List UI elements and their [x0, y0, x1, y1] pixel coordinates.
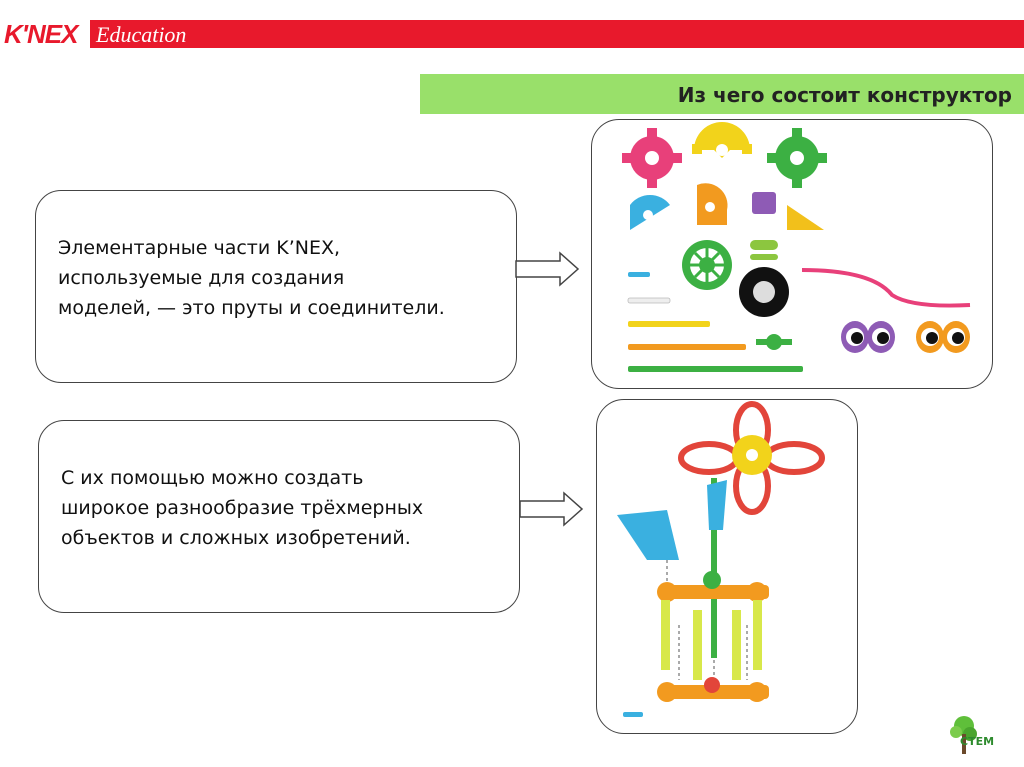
- page-title: Из чего состоит конструктор: [677, 83, 1012, 107]
- parts-illustration: [622, 122, 971, 372]
- arrow-right-icon: [515, 251, 580, 287]
- text-box-models-line1: С их помощью можно создать: [61, 467, 364, 489]
- text-box-parts: Элементарные части K’NEX, используемые д…: [35, 190, 517, 383]
- brand-logo: K'NEX: [4, 19, 78, 49]
- title-bar: Из чего состоит конструктор: [420, 74, 1024, 114]
- flower-model-illustration: [617, 401, 825, 717]
- model-image: [596, 399, 858, 734]
- text-box-models-line3: объектов и сложных изобретений.: [61, 527, 411, 549]
- text-box-parts-line3: моделей, — это пруты и соединители.: [58, 297, 445, 319]
- text-box-models-line2: широкое разнообразие трёхмерных: [61, 497, 424, 519]
- text-box-parts-line1: Элементарные части K’NEX,: [58, 237, 341, 259]
- stem-logo-text: СТЕМ: [960, 735, 995, 748]
- brand-sub-background: [87, 20, 215, 48]
- text-box-parts-line2: используемые для создания: [58, 267, 345, 289]
- text-box-models: С их помощью можно создать широкое разно…: [38, 420, 520, 613]
- parts-image: [591, 119, 993, 389]
- arrow-right-icon: [519, 491, 584, 527]
- brand-sub-logo: Education: [96, 22, 187, 47]
- stem-logo-icon: [950, 716, 977, 754]
